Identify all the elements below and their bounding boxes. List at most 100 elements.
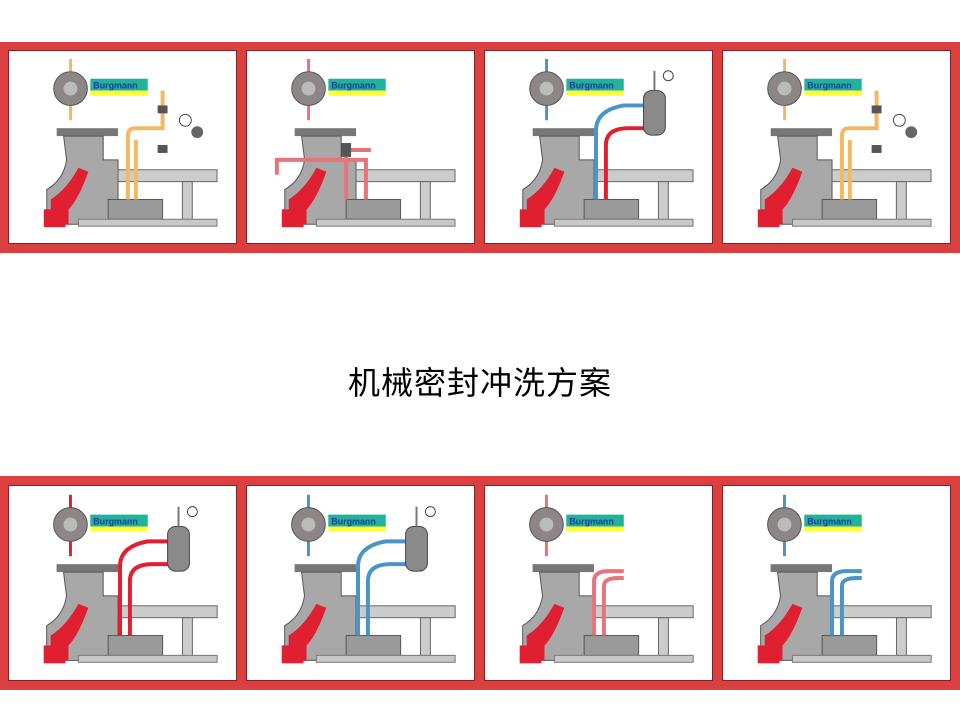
- seal-plan-diagram: Burgmann: [519, 58, 694, 228]
- top-panel-2: Burgmann: [246, 50, 475, 244]
- logo-yellow: [90, 90, 148, 96]
- bottom-panel-3: Burgmann: [484, 485, 713, 681]
- seal-chamber: [107, 635, 164, 656]
- burgmann-logo: Burgmann: [569, 81, 613, 91]
- bearing-frame: [593, 605, 694, 619]
- pump-discharge-flange: [532, 564, 595, 573]
- seal-plan-diagram: Burgmann: [519, 494, 694, 664]
- pump-discharge-flange: [770, 564, 833, 573]
- vessel: [167, 526, 190, 572]
- valve: [157, 145, 168, 153]
- vessel: [405, 526, 428, 572]
- pump-discharge-flange: [770, 128, 833, 137]
- bottom-diagram-band: Burgmann Burgmann: [0, 476, 960, 690]
- shaft: [791, 218, 932, 227]
- seal-plan-diagram: Burgmann: [757, 494, 932, 664]
- logo-teal: [566, 78, 624, 91]
- valve: [157, 105, 168, 114]
- logo-teal: [804, 514, 862, 527]
- logo-teal: [804, 78, 862, 91]
- logo-yellow: [804, 526, 862, 532]
- logo-teal: [90, 78, 148, 91]
- seal-chamber: [583, 635, 640, 656]
- seal-chamber: [821, 198, 878, 220]
- recirculation-pipe: [274, 157, 368, 200]
- burgmann-logo: Burgmann: [331, 517, 376, 527]
- burgmann-logo: Burgmann: [807, 81, 851, 91]
- logo-teal: [90, 514, 148, 527]
- burgmann-logo: Burgmann: [807, 517, 852, 527]
- burgmann-logo: Burgmann: [331, 81, 375, 91]
- bearing-frame: [117, 169, 218, 183]
- seal-chamber: [583, 198, 640, 220]
- shaft: [77, 218, 218, 227]
- pipe-to-vessel: [356, 539, 411, 636]
- bearing-frame: [831, 605, 932, 619]
- shaft: [553, 218, 694, 227]
- pipe-to-vessel: [118, 539, 173, 636]
- seal-plan-diagram: Burgmann: [43, 58, 218, 228]
- valve: [871, 145, 882, 153]
- seal-plan-diagram: Burgmann: [43, 494, 218, 664]
- pressure-gauge-icon: [424, 506, 436, 518]
- top-diagram-band: Burgmann Burgmann: [0, 42, 960, 253]
- bearing-frame: [355, 169, 456, 183]
- pressure-gauge-icon: [178, 113, 192, 127]
- seal-chamber: [107, 198, 164, 220]
- bottom-panel-1: Burgmann: [8, 485, 237, 681]
- pump-discharge-flange: [294, 128, 357, 137]
- shaft: [791, 654, 932, 663]
- flush-pipe-2: [601, 576, 624, 636]
- flush-pipe: [830, 569, 862, 636]
- valve: [871, 105, 882, 114]
- top-panel-1: Burgmann: [8, 50, 237, 244]
- pressure-gauge-icon: [662, 70, 674, 82]
- seal-chamber: [821, 635, 878, 656]
- pump-discharge-flange: [56, 564, 119, 573]
- flush-pipe-2: [839, 576, 862, 636]
- bottom-panel-4: Burgmann: [722, 485, 951, 681]
- valve-icon: [191, 126, 204, 139]
- vessel: [643, 90, 666, 136]
- pump-discharge-flange: [56, 128, 119, 137]
- bearing-frame: [593, 169, 694, 183]
- logo-teal: [328, 514, 386, 527]
- bearing-frame: [831, 169, 932, 183]
- valve-icon: [905, 126, 918, 139]
- orifice: [341, 143, 352, 157]
- logo-yellow: [328, 526, 386, 532]
- seal-plan-diagram: Burgmann: [757, 58, 932, 228]
- pump-discharge-flange: [532, 128, 595, 137]
- pipe-return: [127, 562, 173, 636]
- burgmann-logo: Burgmann: [569, 517, 614, 527]
- seal-chamber: [345, 198, 402, 220]
- pressure-gauge-icon: [186, 506, 198, 518]
- pipe-return: [603, 126, 649, 200]
- seal-plan-diagram: Burgmann: [281, 494, 456, 664]
- flush-pipe: [839, 90, 879, 200]
- logo-yellow: [804, 90, 862, 96]
- pressure-gauge-icon: [892, 113, 906, 127]
- logo-teal: [566, 514, 624, 527]
- pipe-to-vessel: [594, 103, 649, 200]
- seal-chamber: [345, 635, 402, 656]
- shaft: [315, 654, 456, 663]
- bottom-panel-2: Burgmann: [246, 485, 475, 681]
- shaft: [553, 654, 694, 663]
- logo-yellow: [328, 90, 386, 96]
- logo-yellow: [566, 90, 624, 96]
- pipe-return: [365, 562, 411, 636]
- burgmann-logo: Burgmann: [93, 81, 137, 91]
- logo-yellow: [90, 526, 148, 532]
- bearing-frame: [355, 605, 456, 619]
- shaft: [77, 654, 218, 663]
- shaft: [315, 218, 456, 227]
- logo-yellow: [566, 526, 624, 532]
- seal-plan-diagram: Burgmann: [274, 58, 456, 228]
- pump-discharge-flange: [294, 564, 357, 573]
- flush-pipe: [592, 569, 624, 636]
- logo-teal: [328, 78, 386, 91]
- top-panel-4: Burgmann: [722, 50, 951, 244]
- burgmann-logo: Burgmann: [93, 517, 138, 527]
- top-panel-3: Burgmann: [484, 50, 713, 244]
